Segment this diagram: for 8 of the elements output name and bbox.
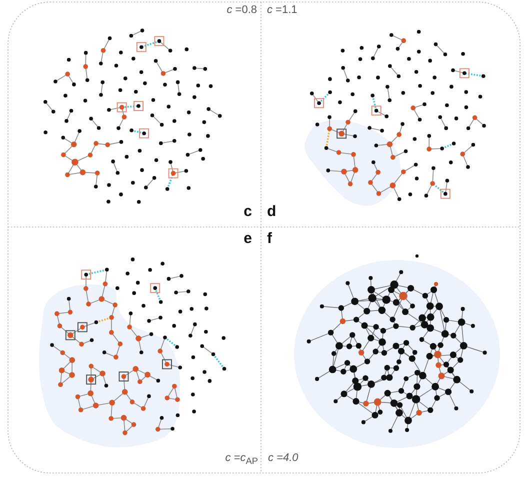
parameter-label: c =0.8 (226, 4, 257, 16)
panel-letter: c (244, 204, 252, 220)
panel-letter: e (244, 231, 252, 248)
parameter-label: c =1.1 (267, 4, 298, 16)
parameter-label: c =4.0 (268, 452, 298, 464)
parameter-label: c =c$_{AP}$ (225, 452, 258, 466)
panel-letter: f (267, 231, 272, 248)
panel-letter: d (267, 204, 276, 220)
